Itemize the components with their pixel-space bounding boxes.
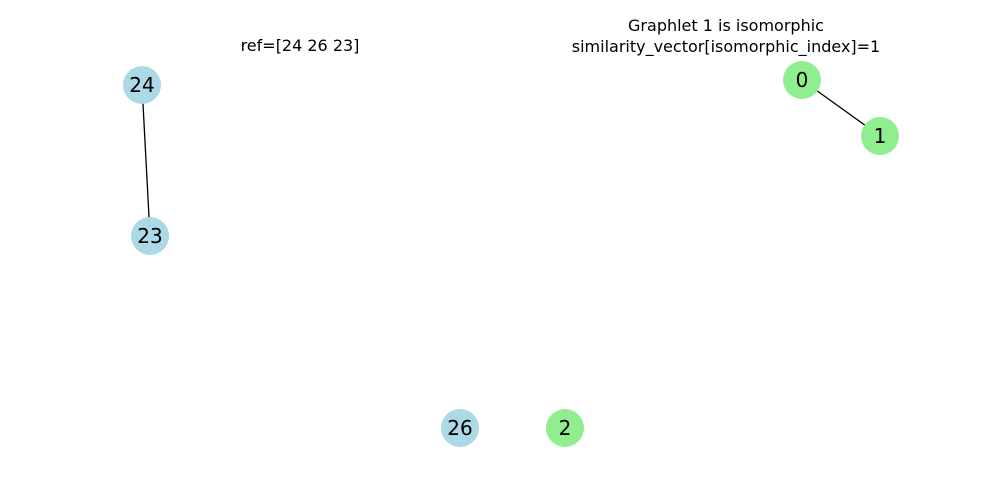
node-24: 24 xyxy=(123,66,161,104)
node-1: 1 xyxy=(861,117,899,155)
node-0-circle xyxy=(783,61,821,99)
node-23: 23 xyxy=(131,217,169,255)
right-graph-title-line1: Graphlet 1 is isomorphic xyxy=(628,16,824,35)
edge-24-23 xyxy=(141,84,151,237)
node-26-label: 26 xyxy=(447,416,472,440)
node-1-circle xyxy=(861,117,899,155)
node-2-label: 2 xyxy=(559,416,572,440)
left-graph-title: ref=[24 26 23] xyxy=(241,36,360,55)
node-24-circle xyxy=(123,66,161,104)
node-24-label: 24 xyxy=(129,73,154,97)
node-23-circle xyxy=(131,217,169,255)
node-0-label: 0 xyxy=(796,68,809,92)
node-23-label: 23 xyxy=(137,224,162,248)
right-graph-title-line2: similarity_vector[isomorphic_index]=1 xyxy=(572,37,880,57)
node-0: 0 xyxy=(783,61,821,99)
node-26-circle xyxy=(441,409,479,447)
node-26: 26 xyxy=(441,409,479,447)
node-2-circle xyxy=(546,409,584,447)
node-2: 2 xyxy=(546,409,584,447)
node-1-label: 1 xyxy=(874,124,887,148)
